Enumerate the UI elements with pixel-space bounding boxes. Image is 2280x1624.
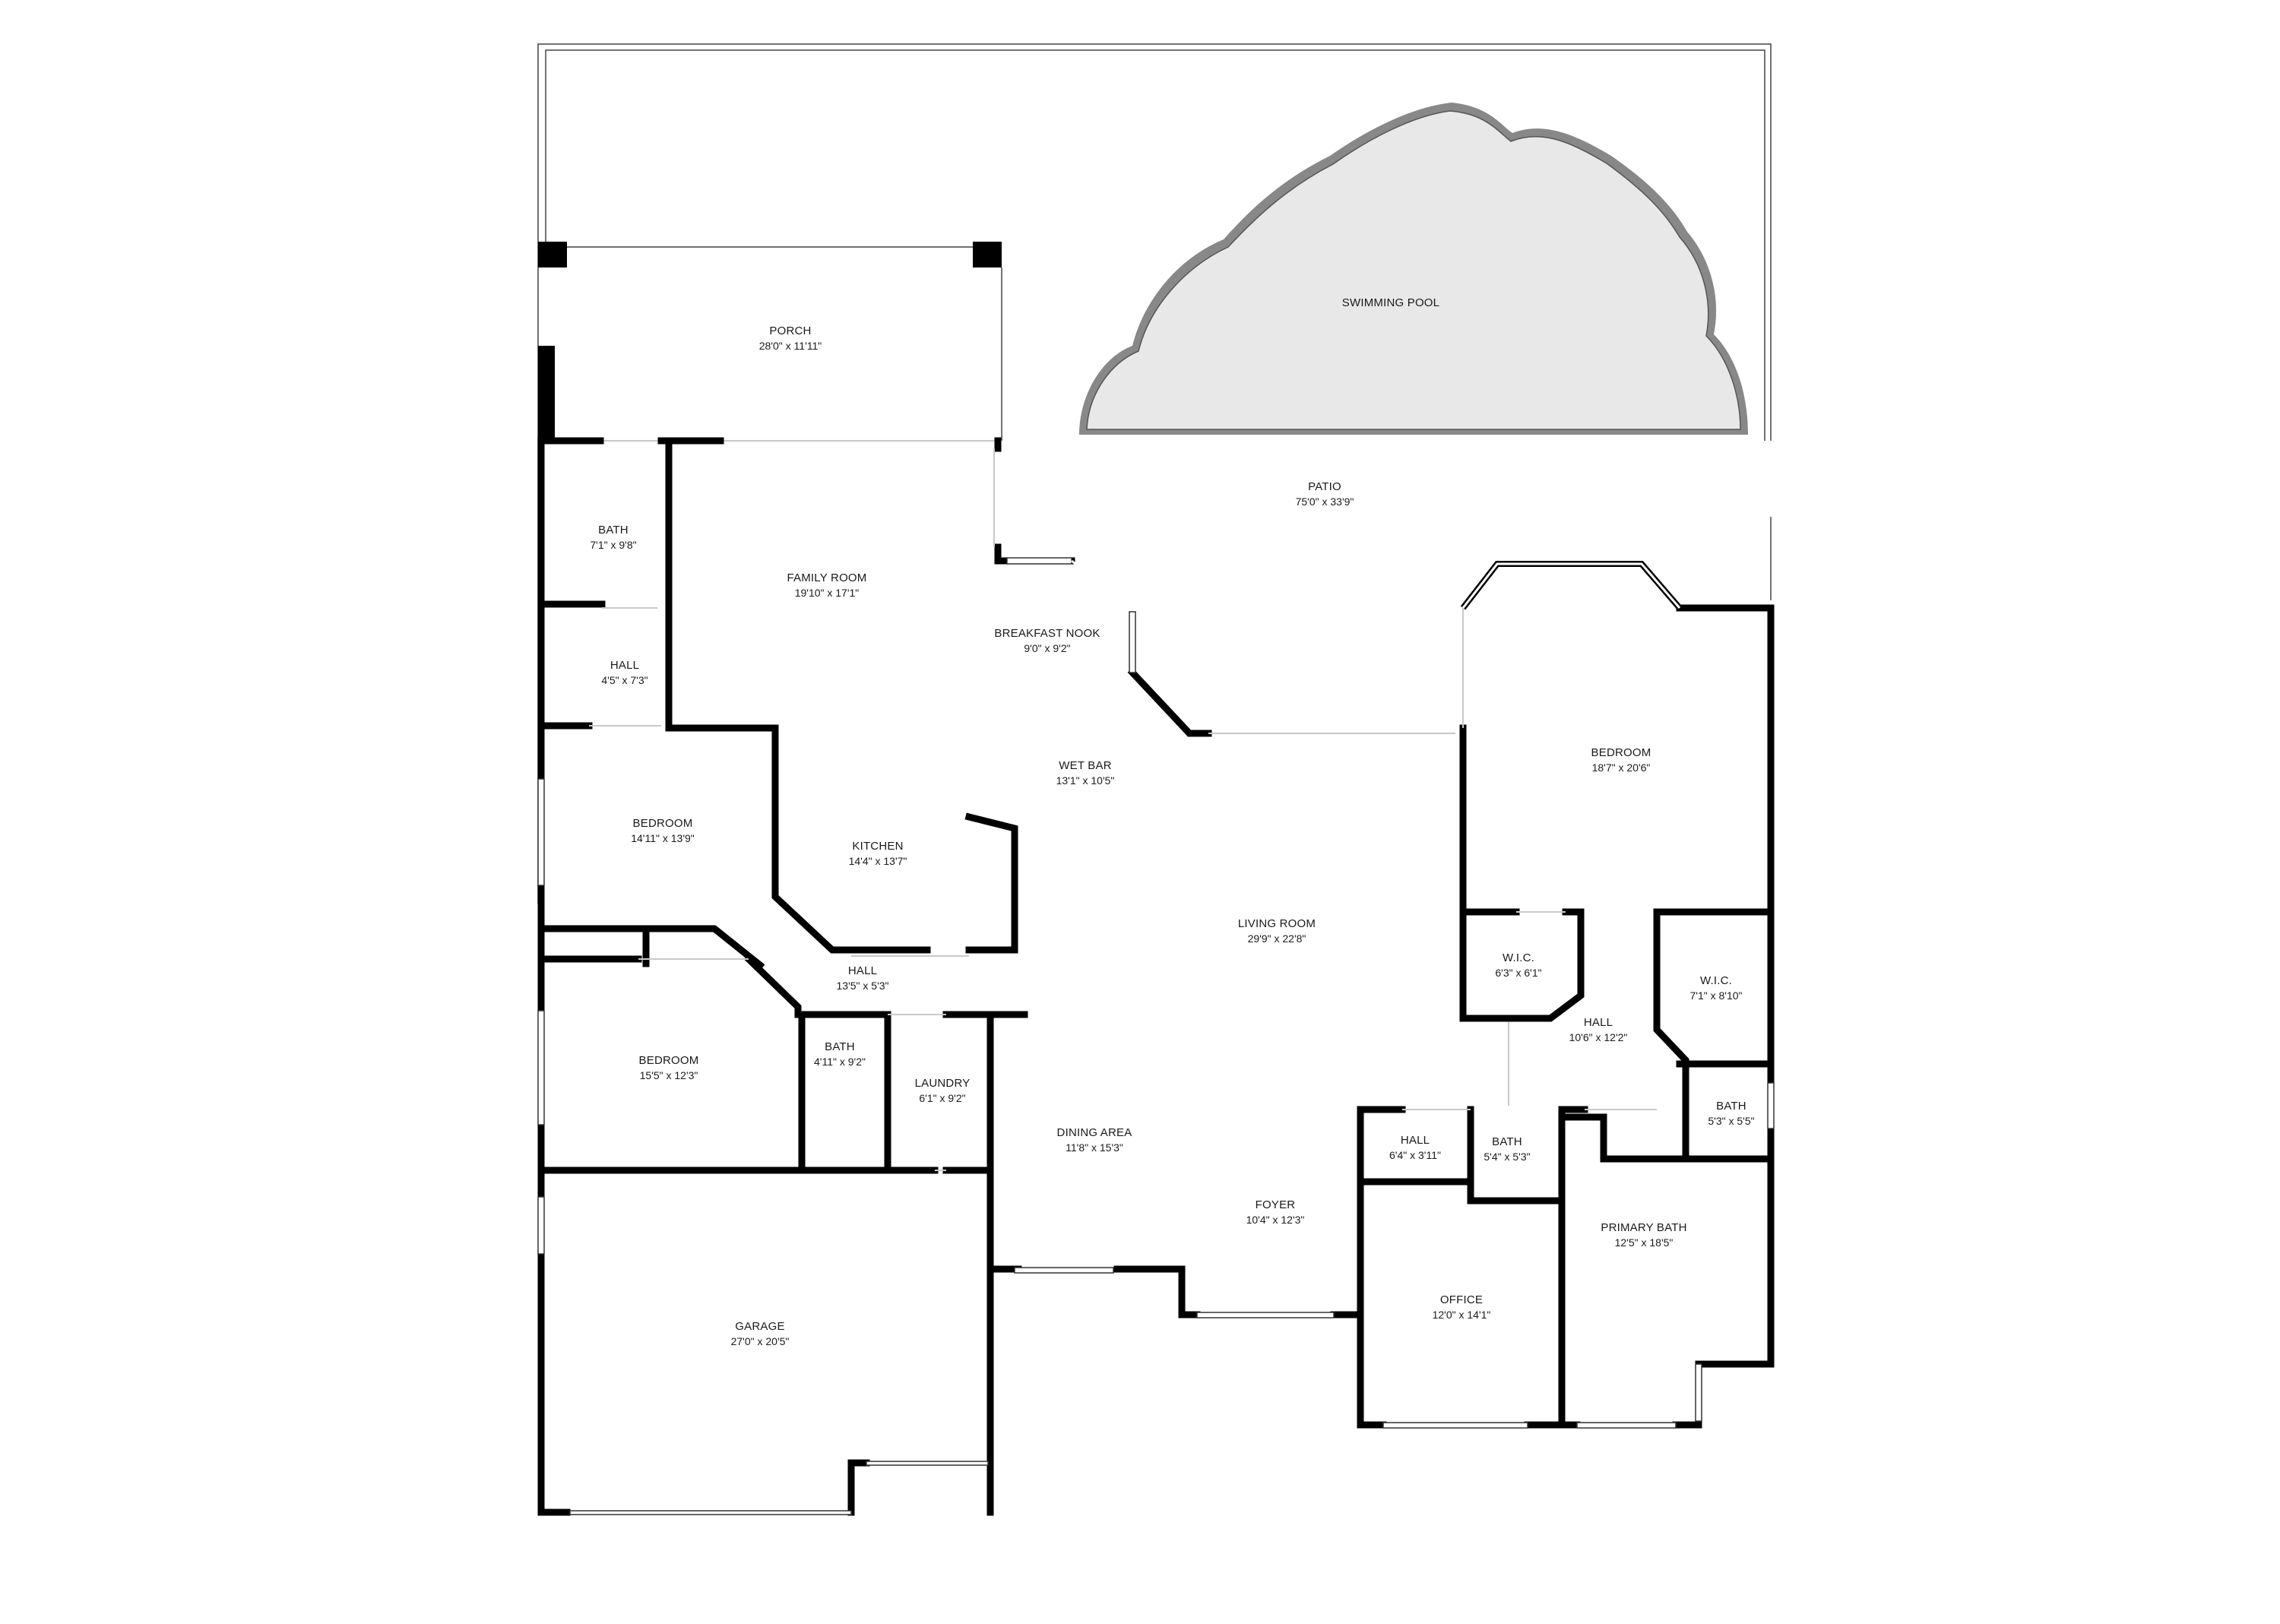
svg-text:FAMILY ROOM: FAMILY ROOM [787, 571, 867, 584]
walls [537, 437, 1775, 1516]
svg-text:LIVING ROOM: LIVING ROOM [1238, 917, 1316, 930]
svg-text:BEDROOM: BEDROOM [633, 817, 693, 830]
svg-text:5'3" x 5'5": 5'3" x 5'5" [1708, 1115, 1754, 1127]
svg-text:DINING AREA: DINING AREA [1057, 1126, 1132, 1139]
svg-text:7'1" x 9'8": 7'1" x 9'8" [590, 539, 636, 551]
svg-text:SWIMMING POOL: SWIMMING POOL [1342, 296, 1439, 309]
label-bath-3: BATH 5'3" x 5'5" [1708, 1100, 1754, 1127]
label-office: OFFICE 12'0" x 14'1" [1433, 1293, 1491, 1321]
label-hall-4: HALL 6'4" x 3'11" [1389, 1134, 1441, 1161]
svg-text:KITCHEN: KITCHEN [852, 840, 903, 853]
svg-text:14'4" x 13'7": 14'4" x 13'7" [849, 855, 907, 867]
swimming-pool [1079, 103, 1748, 435]
label-hall-2: HALL 13'5" x 5'3" [837, 964, 889, 992]
svg-text:14'11" x 13'9": 14'11" x 13'9" [631, 832, 695, 844]
svg-text:BATH: BATH [1492, 1135, 1522, 1148]
label-living-room: LIVING ROOM 29'9" x 22'8" [1238, 917, 1316, 945]
label-swimming-pool: SWIMMING POOL [1342, 296, 1439, 309]
label-laundry: LAUNDRY 6'1" x 9'2" [915, 1077, 971, 1104]
svg-text:HALL: HALL [1401, 1134, 1430, 1147]
svg-text:29'9" x 22'8": 29'9" x 22'8" [1248, 932, 1306, 945]
label-bedroom-3: BEDROOM 15'5" x 12'3" [639, 1054, 699, 1081]
svg-text:6'4" x 3'11": 6'4" x 3'11" [1389, 1149, 1441, 1161]
room-labels: SWIMMING POOL PORCH 28'0" x 11'11" PATIO… [590, 296, 1754, 1347]
svg-text:W.I.C.: W.I.C. [1700, 974, 1732, 987]
svg-text:HALL: HALL [1584, 1016, 1613, 1029]
svg-text:W.I.C.: W.I.C. [1503, 951, 1534, 964]
svg-text:OFFICE: OFFICE [1440, 1293, 1483, 1306]
svg-text:LAUNDRY: LAUNDRY [915, 1077, 971, 1090]
svg-text:6'1" x 9'2": 6'1" x 9'2" [919, 1092, 965, 1104]
label-patio: PATIO 75'0" x 33'9" [1296, 480, 1354, 508]
svg-text:75'0" x 33'9": 75'0" x 33'9" [1296, 495, 1354, 508]
label-dining-area: DINING AREA 11'8" x 15'3" [1057, 1126, 1132, 1154]
label-primary-bath: PRIMARY BATH 12'5" x 18'5" [1601, 1221, 1686, 1249]
svg-text:BEDROOM: BEDROOM [639, 1054, 699, 1067]
svg-text:HALL: HALL [848, 964, 877, 977]
label-bedroom-2: BEDROOM 14'11" x 13'9" [631, 817, 695, 844]
svg-text:BATH: BATH [825, 1040, 855, 1053]
svg-text:FOYER: FOYER [1256, 1198, 1296, 1211]
label-wic-1: W.I.C. 6'3" x 6'1" [1495, 951, 1541, 979]
svg-text:10'4" x 12'3": 10'4" x 12'3" [1246, 1214, 1305, 1226]
svg-text:BREAKFAST NOOK: BREAKFAST NOOK [994, 627, 1100, 640]
porch-outline [538, 242, 1002, 442]
label-bedroom-1: BEDROOM 18'7" x 20'6" [1591, 746, 1651, 774]
windows [537, 557, 1775, 1515]
svg-text:5'4" x 5'3": 5'4" x 5'3" [1484, 1151, 1530, 1163]
svg-text:12'5" x 18'5": 12'5" x 18'5" [1615, 1236, 1674, 1249]
svg-text:7'1" x 8'10": 7'1" x 8'10" [1690, 989, 1743, 1002]
label-garage: GARAGE 27'0" x 20'5" [731, 1320, 790, 1347]
label-hall-3: HALL 10'6" x 12'2" [1569, 1016, 1628, 1043]
svg-text:4'5" x 7'3": 4'5" x 7'3" [601, 674, 648, 686]
label-bath-2: BATH 4'11" x 9'2" [814, 1040, 866, 1068]
label-hall-1: HALL 4'5" x 7'3" [601, 659, 648, 686]
openings [589, 448, 1657, 1171]
svg-text:28'0" x 11'11": 28'0" x 11'11" [759, 340, 822, 352]
svg-text:9'0" x 9'2": 9'0" x 9'2" [1024, 642, 1070, 654]
label-porch: PORCH 28'0" x 11'11" [759, 324, 822, 352]
svg-text:6'3" x 6'1": 6'3" x 6'1" [1495, 967, 1541, 979]
label-wic-2: W.I.C. 7'1" x 8'10" [1690, 974, 1743, 1002]
svg-text:WET BAR: WET BAR [1059, 759, 1111, 772]
label-kitchen: KITCHEN 14'4" x 13'7" [849, 840, 907, 867]
label-wet-bar: WET BAR 13'1" x 10'5" [1056, 759, 1115, 787]
svg-text:10'6" x 12'2": 10'6" x 12'2" [1569, 1031, 1628, 1043]
svg-text:BATH: BATH [598, 524, 629, 537]
svg-text:HALL: HALL [610, 659, 639, 672]
svg-text:11'8" x 15'3": 11'8" x 15'3" [1066, 1141, 1123, 1154]
label-family-room: FAMILY ROOM 19'10" x 17'1" [787, 571, 867, 599]
label-breakfast-nook: BREAKFAST NOOK 9'0" x 9'2" [994, 627, 1100, 654]
label-bath-4: BATH 5'4" x 5'3" [1484, 1135, 1530, 1163]
svg-text:19'10" x 17'1": 19'10" x 17'1" [795, 587, 860, 599]
svg-text:BATH: BATH [1716, 1100, 1746, 1113]
svg-text:27'0" x 20'5": 27'0" x 20'5" [731, 1335, 790, 1347]
label-foyer: FOYER 10'4" x 12'3" [1246, 1198, 1305, 1226]
svg-text:GARAGE: GARAGE [735, 1320, 784, 1333]
svg-text:PATIO: PATIO [1308, 480, 1341, 493]
label-bath-1: BATH 7'1" x 9'8" [590, 524, 636, 551]
svg-text:13'1" x 10'5": 13'1" x 10'5" [1056, 774, 1115, 787]
svg-text:PRIMARY BATH: PRIMARY BATH [1601, 1221, 1686, 1234]
svg-text:4'11" x 9'2": 4'11" x 9'2" [814, 1056, 866, 1068]
svg-text:12'0" x 14'1": 12'0" x 14'1" [1433, 1309, 1491, 1321]
svg-text:PORCH: PORCH [769, 324, 811, 337]
svg-text:BEDROOM: BEDROOM [1591, 746, 1651, 759]
svg-text:13'5" x 5'3": 13'5" x 5'3" [837, 980, 889, 992]
svg-text:15'5" x 12'3": 15'5" x 12'3" [640, 1069, 698, 1081]
svg-text:18'7" x 20'6": 18'7" x 20'6" [1592, 761, 1651, 774]
